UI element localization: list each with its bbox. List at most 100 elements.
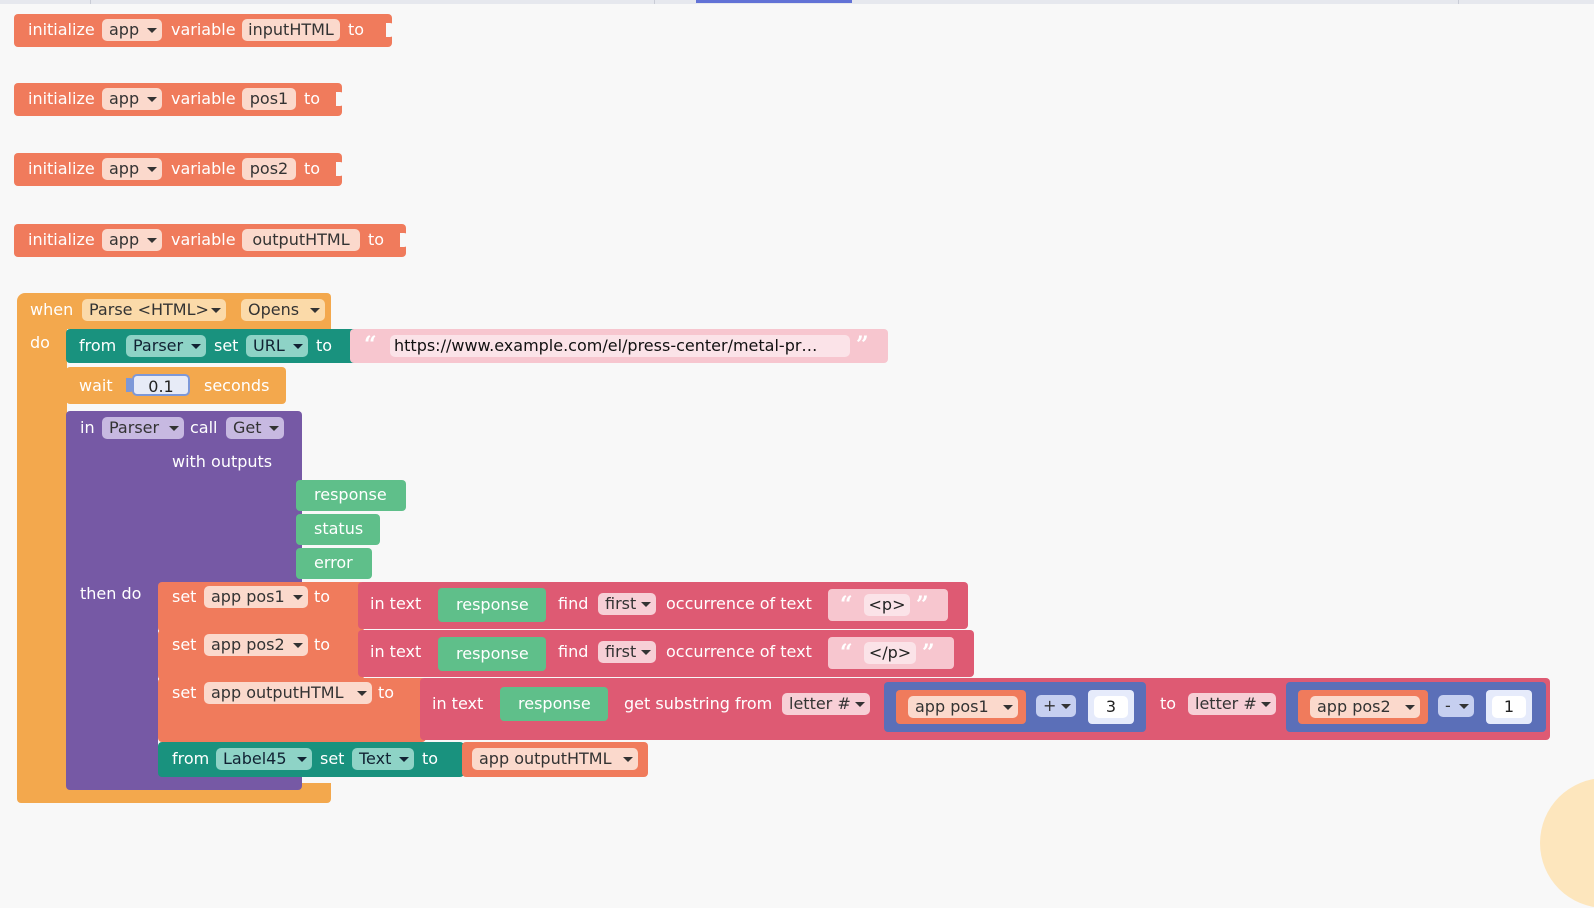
search-text-field[interactable]: <p> bbox=[864, 594, 910, 616]
number-field[interactable]: 3 bbox=[1094, 696, 1128, 718]
search-text-field[interactable]: </p> bbox=[864, 642, 916, 664]
set-outputHTML-block[interactable]: set app outputHTML to bbox=[158, 678, 426, 742]
variable-label: app pos2 bbox=[211, 635, 285, 654]
output-error[interactable]: error bbox=[296, 548, 372, 579]
variable-dropdown[interactable]: app pos2 bbox=[204, 634, 308, 656]
init-global-pos1-block[interactable]: initialize app variable pos1 to bbox=[14, 83, 344, 116]
from-mode-dropdown[interactable]: letter # bbox=[782, 693, 870, 715]
init-global-pos2-block[interactable]: initialize app variable pos2 to bbox=[14, 153, 344, 186]
variable-name-field[interactable]: outputHTML bbox=[242, 229, 360, 251]
event-component-dropdown[interactable]: Parse <HTML> bbox=[82, 299, 226, 321]
wait-seconds-field[interactable]: 0.1 bbox=[132, 374, 190, 396]
outputHTML-getter-dropdown[interactable]: app outputHTML bbox=[472, 748, 638, 770]
init-global-inputHTML-block[interactable]: initialize app variable inputHTML to bbox=[14, 14, 394, 47]
get-substring-block[interactable]: in text response get substring from lett… bbox=[420, 678, 1550, 740]
scope-label: app bbox=[109, 20, 140, 39]
pos2-getter-dropdown[interactable]: app pos2 bbox=[1310, 696, 1420, 718]
value-socket[interactable] bbox=[336, 162, 344, 176]
chevron-down-icon bbox=[147, 97, 157, 102]
set-pos1-block[interactable]: set app pos1 to bbox=[158, 582, 364, 632]
set-parser-url-block[interactable]: from Parser set URL to bbox=[66, 329, 358, 363]
pos1-getter-dropdown[interactable]: app pos1 bbox=[908, 696, 1018, 718]
set-keyword: set bbox=[172, 683, 197, 702]
chevron-down-icon bbox=[623, 757, 633, 762]
variable-dropdown[interactable]: app outputHTML bbox=[204, 682, 372, 704]
initialize-keyword: initialize bbox=[28, 20, 95, 39]
chevron-down-icon bbox=[169, 426, 179, 431]
scope-dropdown[interactable]: app bbox=[102, 158, 162, 180]
variable-dropdown[interactable]: app pos1 bbox=[204, 586, 308, 608]
set-pos2-block[interactable]: set app pos2 to bbox=[158, 630, 364, 680]
find-mode-label: first bbox=[605, 642, 637, 661]
close-quote-icon: ” bbox=[922, 640, 935, 666]
variable-name-field[interactable]: pos1 bbox=[242, 88, 296, 110]
get-outputHTML-block[interactable]: app outputHTML bbox=[462, 742, 648, 777]
minus-operator-dropdown[interactable]: - bbox=[1438, 695, 1474, 717]
variable-keyword: variable bbox=[171, 230, 236, 249]
chevron-down-icon bbox=[357, 691, 367, 696]
add-math-block[interactable]: app pos1 + 3 bbox=[884, 682, 1146, 732]
in-keyword: in bbox=[80, 418, 95, 437]
value-socket[interactable] bbox=[400, 233, 408, 247]
plus-operator-dropdown[interactable]: + bbox=[1036, 695, 1076, 717]
from-keyword: from bbox=[79, 336, 117, 355]
find-mode-dropdown[interactable]: first bbox=[598, 593, 656, 615]
chevron-down-icon bbox=[297, 757, 307, 762]
variable-keyword: variable bbox=[171, 89, 236, 108]
component-dropdown[interactable]: Parser bbox=[126, 335, 206, 357]
value-socket[interactable] bbox=[386, 23, 394, 37]
number-field[interactable]: 1 bbox=[1492, 696, 1526, 718]
response-getter[interactable]: response bbox=[438, 588, 546, 622]
event-name-dropdown[interactable]: Opens bbox=[241, 299, 325, 321]
get-pos2-block[interactable]: app pos2 bbox=[1298, 690, 1428, 724]
variable-name-field[interactable]: inputHTML bbox=[242, 19, 340, 41]
variable-name-field[interactable]: pos2 bbox=[242, 158, 296, 180]
find-mode-dropdown[interactable]: first bbox=[598, 641, 656, 663]
occurrence-keyword: occurrence of text bbox=[666, 594, 812, 613]
url-text-field[interactable]: https://www.example.com/el/press-center/… bbox=[390, 335, 850, 357]
workspace-corner-control[interactable] bbox=[1540, 778, 1594, 908]
search-text-block[interactable]: “ </p> ” bbox=[828, 637, 954, 669]
output-label: response bbox=[314, 485, 387, 504]
url-text-block[interactable]: “ https://www.example.com/el/press-cente… bbox=[350, 329, 888, 363]
property-dropdown[interactable]: Text bbox=[352, 748, 414, 770]
event-body-rail bbox=[17, 325, 67, 785]
search-text-block[interactable]: “ <p> ” bbox=[828, 589, 948, 621]
output-response[interactable]: response bbox=[296, 480, 406, 511]
open-quote-icon: “ bbox=[840, 640, 853, 666]
chevron-down-icon bbox=[310, 308, 320, 313]
call-method-dropdown[interactable]: Get bbox=[226, 417, 284, 439]
property-dropdown[interactable]: URL bbox=[246, 335, 308, 357]
then-do-keyword: then do bbox=[80, 584, 142, 603]
find-text-pos2-block[interactable]: in text response find first occurrence o… bbox=[358, 630, 974, 677]
wait-block[interactable]: wait 0.1 seconds bbox=[66, 367, 286, 404]
response-getter[interactable]: response bbox=[500, 687, 608, 721]
call-body-rail bbox=[66, 584, 158, 778]
init-global-outputHTML-block[interactable]: initialize app variable outputHTML to bbox=[14, 224, 408, 257]
number-block[interactable]: 3 bbox=[1088, 690, 1134, 724]
to-keyword: to bbox=[348, 20, 365, 39]
to-keyword: to bbox=[304, 89, 321, 108]
to-mode-dropdown[interactable]: letter # bbox=[1188, 693, 1276, 715]
scope-dropdown[interactable]: app bbox=[102, 19, 162, 41]
chevron-down-icon bbox=[641, 650, 651, 655]
scope-dropdown[interactable]: app bbox=[102, 88, 162, 110]
active-tab-indicator[interactable] bbox=[696, 0, 852, 3]
call-component-dropdown[interactable]: Parser bbox=[102, 417, 184, 439]
output-status[interactable]: status bbox=[296, 514, 380, 545]
find-keyword: find bbox=[558, 594, 589, 613]
getter-label: app pos1 bbox=[915, 697, 989, 716]
get-pos1-block[interactable]: app pos1 bbox=[896, 690, 1026, 724]
response-getter[interactable]: response bbox=[438, 637, 546, 671]
value-socket[interactable] bbox=[336, 92, 344, 106]
subtract-math-block[interactable]: app pos2 - 1 bbox=[1286, 682, 1546, 732]
variable-label: app outputHTML bbox=[211, 683, 344, 702]
component-dropdown[interactable]: Label45 bbox=[216, 748, 312, 770]
from-keyword: from bbox=[172, 749, 210, 768]
find-text-pos1-block[interactable]: in text response find first occurrence o… bbox=[358, 582, 968, 629]
set-label-text-block[interactable]: from Label45 set Text to bbox=[158, 742, 464, 777]
number-block[interactable]: 1 bbox=[1486, 690, 1532, 724]
getter-label: app outputHTML bbox=[479, 749, 612, 768]
scope-dropdown[interactable]: app bbox=[102, 229, 162, 251]
call-header bbox=[66, 411, 302, 586]
